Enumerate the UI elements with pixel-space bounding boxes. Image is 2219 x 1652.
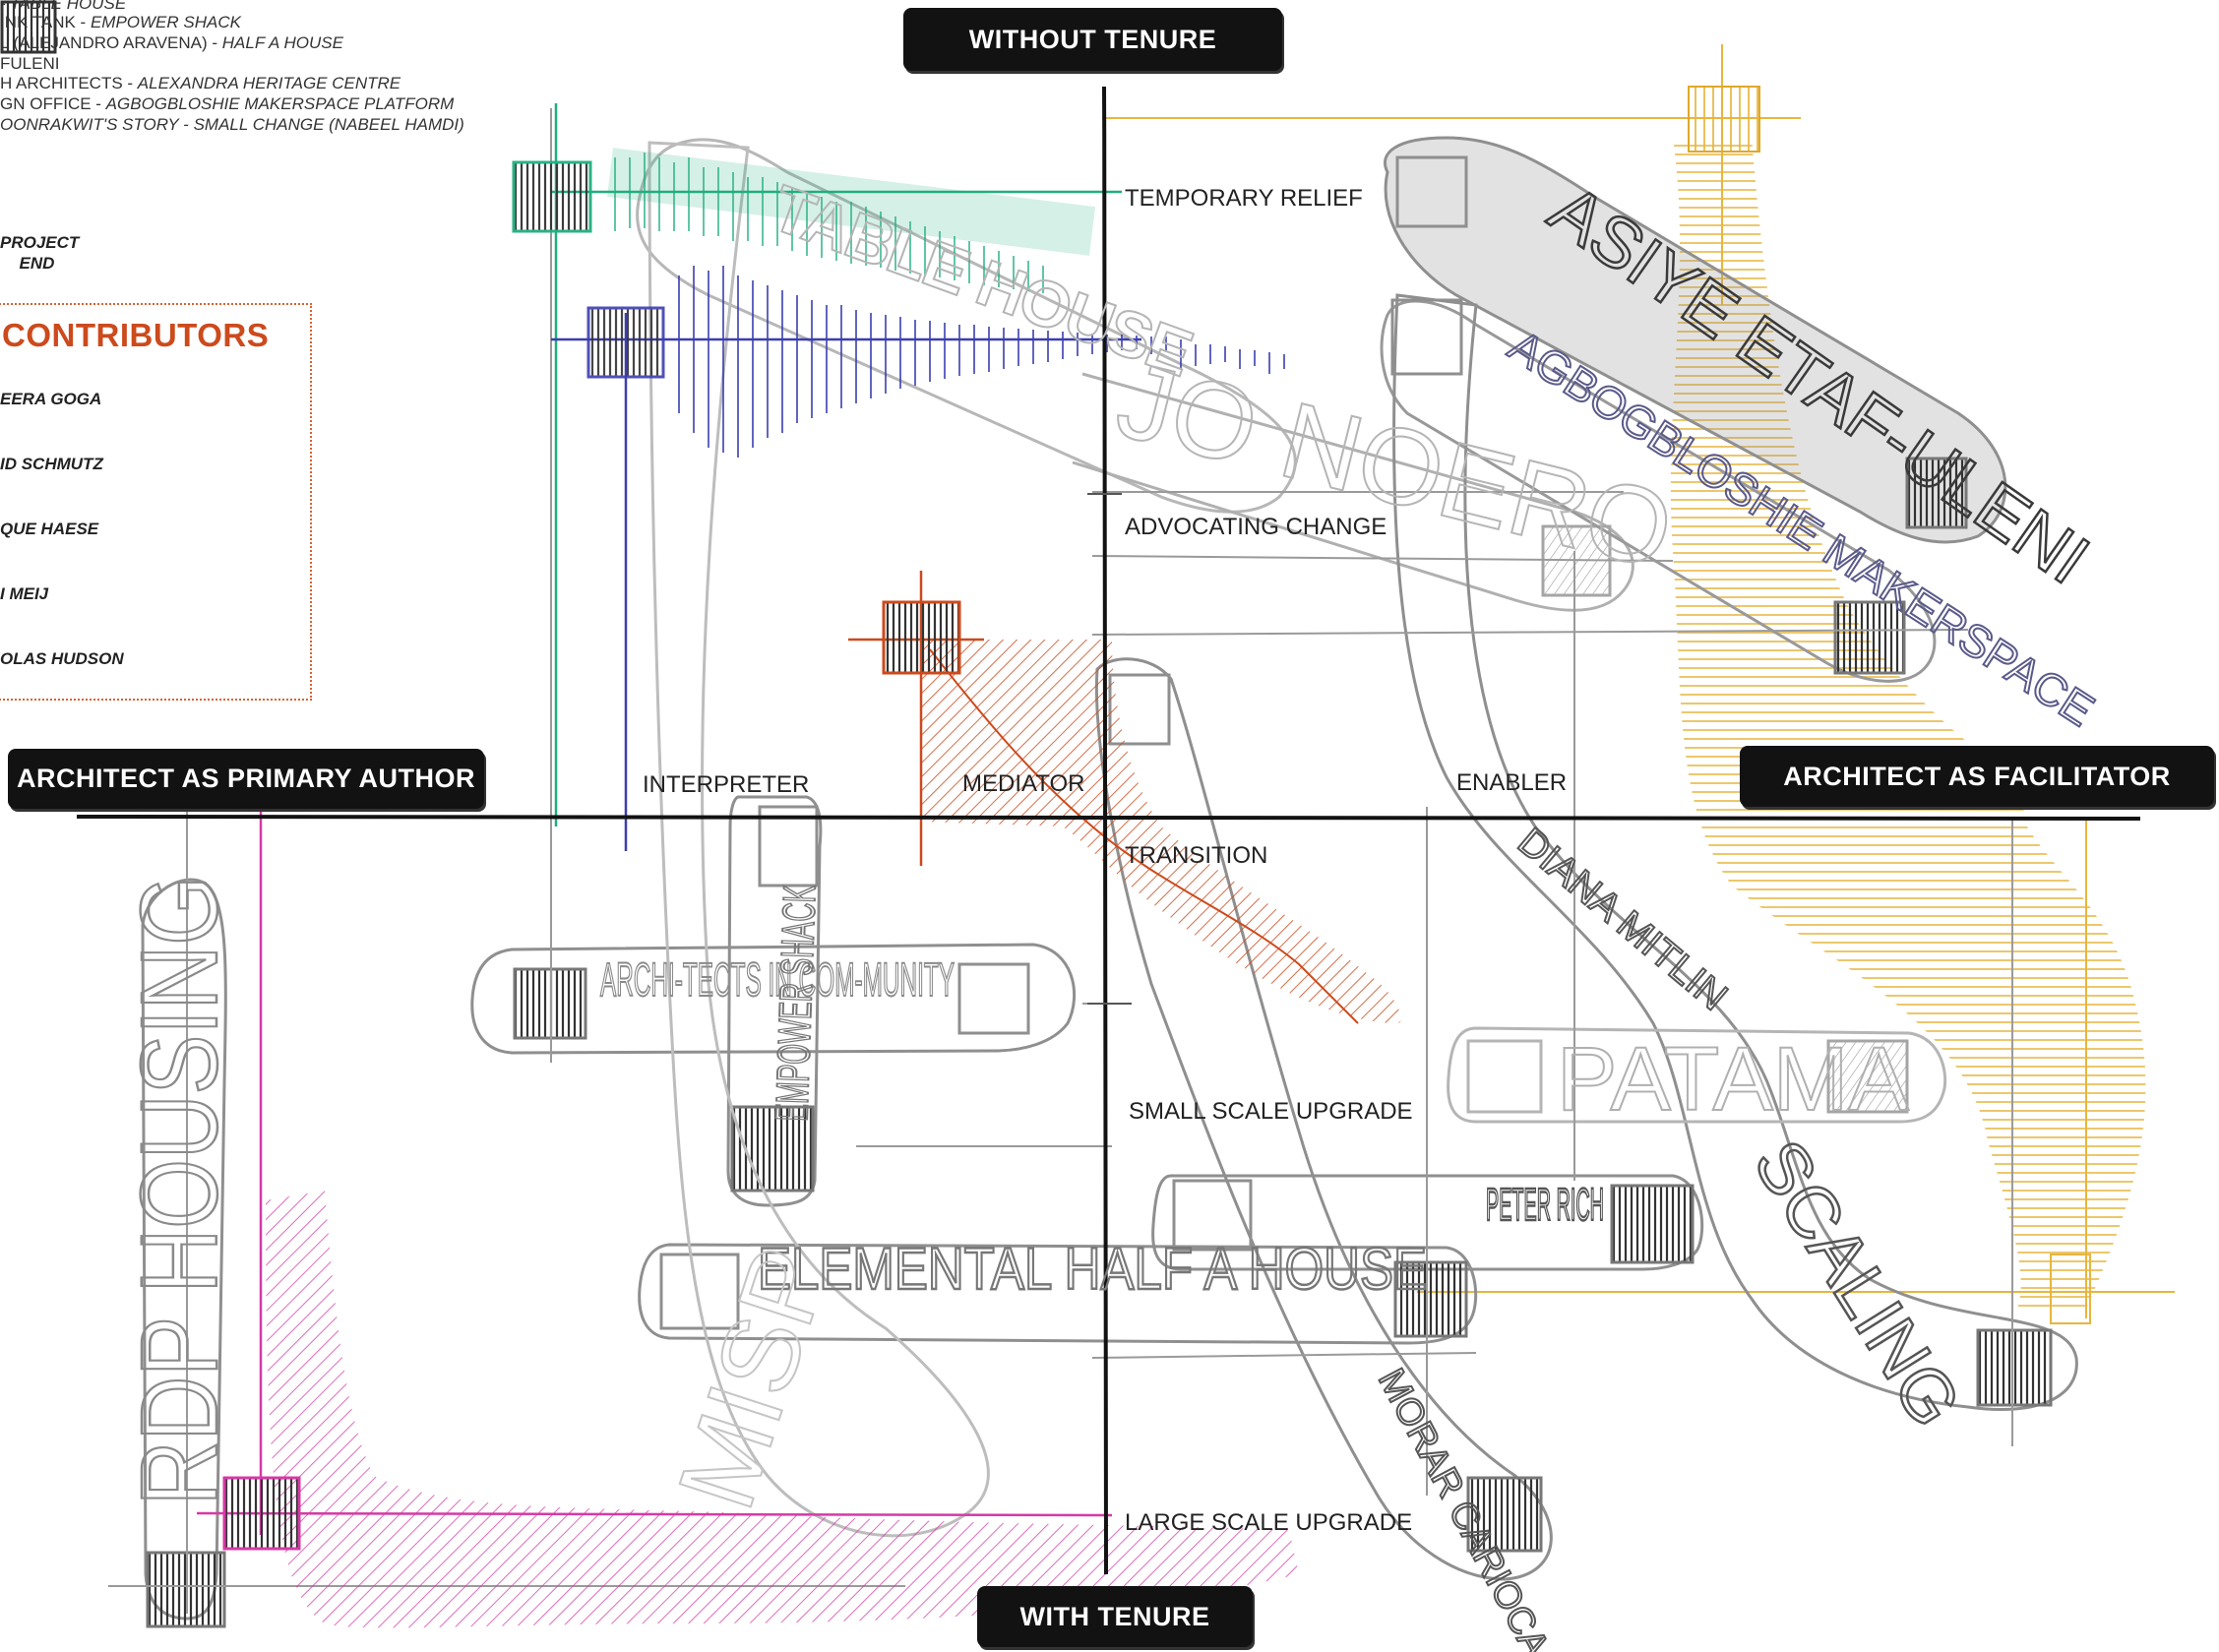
contributor-name: OLAS HUDSON bbox=[0, 649, 124, 669]
label-patama: PATAMA bbox=[1557, 1029, 1909, 1130]
role-enabler: ENABLER bbox=[1456, 769, 1567, 796]
contributor-name: EERA GOGA bbox=[0, 390, 101, 409]
legend-project: EMPOWER SHACK bbox=[91, 13, 241, 31]
label-scaling: SCALING bbox=[1738, 1126, 1977, 1439]
hatched-square-icon bbox=[0, 0, 57, 54]
legend-item: FULENI bbox=[0, 54, 59, 74]
legend-author: OONRAKWIT'S STORY - bbox=[0, 115, 194, 134]
level-transition: TRANSITION bbox=[1125, 842, 1267, 869]
legend-project: HALF A HOUSE bbox=[222, 33, 343, 52]
level-advocating-change: ADVOCATING CHANGE bbox=[1125, 514, 1387, 540]
level-small-scale-upgrade: SMALL SCALE UPGRADE bbox=[1129, 1098, 1413, 1125]
legend-item: H ARCHITECTS - ALEXANDRA HERITAGE CENTRE bbox=[0, 74, 401, 93]
legend-project: SMALL CHANGE (NABEEL HAMDI) bbox=[194, 115, 464, 134]
legend-project: AGBOGBLOSHIE MAKERSPACE PLATFORM bbox=[106, 94, 455, 113]
legend-author: H ARCHITECTS - bbox=[0, 74, 138, 92]
contributor-name: ID SCHMUTZ bbox=[0, 455, 103, 474]
label-diana-mitlin: DIANA MITLIN bbox=[1510, 820, 1735, 1018]
axis-label-with-tenure: WITH TENURE bbox=[977, 1586, 1253, 1647]
axis-label-facilitator: ARCHITECT AS FACILITATOR bbox=[1740, 746, 2214, 807]
label-rdp-housing: RDP HOUSING bbox=[119, 876, 240, 1505]
role-interpreter: INTERPRETER bbox=[643, 771, 809, 798]
level-large-scale-upgrade: LARGE SCALE UPGRADE bbox=[1125, 1509, 1412, 1536]
legend-project: ALEXANDRA HERITAGE CENTRE bbox=[138, 74, 401, 92]
axis-label-primary-author: ARCHITECT AS PRIMARY AUTHOR bbox=[8, 749, 484, 809]
role-mediator: MEDIATOR bbox=[962, 770, 1084, 797]
contributor-name: QUE HAESE bbox=[0, 520, 98, 539]
contributors-box bbox=[0, 303, 312, 701]
legend-author: GN OFFICE - bbox=[0, 94, 106, 113]
legend-author: FULENI bbox=[0, 54, 59, 73]
label-misp: MISP bbox=[655, 1234, 852, 1523]
axis-label-without-tenure: WITHOUT TENURE bbox=[903, 8, 1282, 71]
level-temporary-relief: TEMPORARY RELIEF bbox=[1125, 185, 1363, 212]
label-peter-rich: PETER RICH bbox=[1486, 1179, 1604, 1230]
project-end-label: PROJECT END bbox=[0, 232, 74, 274]
label-empower-shack: EMPOWER SHACK bbox=[766, 884, 825, 1122]
legend-item: GN OFFICE - AGBOGBLOSHIE MAKERSPACE PLAT… bbox=[0, 94, 454, 114]
contributor-name: I MEIJ bbox=[0, 584, 48, 604]
contributors-title: CONTRIBUTORS bbox=[2, 317, 269, 354]
legend-item: OONRAKWIT'S STORY - SMALL CHANGE (NABEEL… bbox=[0, 115, 464, 135]
label-elemental: ELEMENTAL HALF A HOUSE bbox=[758, 1236, 1427, 1302]
